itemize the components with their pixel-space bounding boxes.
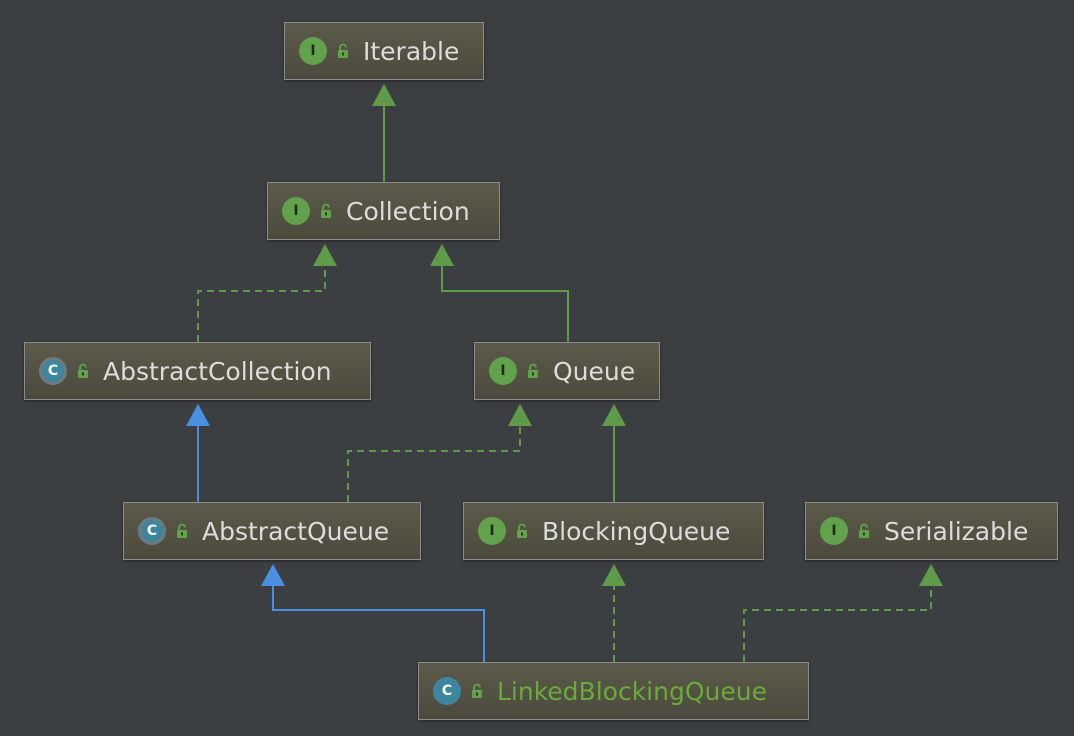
node-label: AbstractCollection: [103, 356, 332, 386]
edge-queue-to-collection: [430, 244, 569, 342]
node-abstract-queue[interactable]: C AbstractQueue: [123, 502, 421, 560]
node-label: Collection: [346, 196, 470, 226]
edge-line: [743, 586, 932, 662]
unlocked-icon: [859, 523, 869, 538]
arrowhead-icon: [186, 404, 210, 426]
abstract-class-badge-icon: C: [39, 357, 67, 385]
edge-collection-to-iterable: [372, 84, 396, 182]
node-label: BlockingQueue: [542, 516, 731, 546]
unlocked-icon: [78, 363, 88, 378]
node-serializable[interactable]: I Serializable: [805, 502, 1058, 560]
edge-line: [347, 426, 521, 502]
arrowhead-icon: [261, 564, 285, 586]
edge-line: [441, 266, 569, 342]
abstract-class-badge-icon: C: [138, 517, 166, 545]
node-label: Queue: [553, 356, 636, 386]
edge-linked-blocking-queue-to-blocking-queue: [602, 564, 626, 662]
edge-blocking-queue-to-queue: [602, 404, 626, 502]
arrowhead-icon: [313, 244, 337, 266]
arrowhead-icon: [508, 404, 532, 426]
interface-badge-icon: I: [820, 517, 848, 545]
unlocked-icon: [517, 523, 527, 538]
node-collection[interactable]: I Collection: [267, 182, 500, 240]
unlocked-icon: [528, 363, 538, 378]
interface-badge-icon: I: [489, 357, 517, 385]
arrowhead-icon: [602, 404, 626, 426]
edge-abstract-queue-to-queue: [347, 404, 532, 502]
node-queue[interactable]: I Queue: [474, 342, 660, 400]
node-label: Iterable: [363, 36, 460, 66]
arrowhead-icon: [430, 244, 454, 266]
unlocked-icon: [338, 43, 348, 58]
edge-abstract-collection-to-collection: [197, 244, 337, 342]
interface-badge-icon: I: [282, 197, 310, 225]
node-abstract-collection[interactable]: C AbstractCollection: [24, 342, 371, 400]
node-blocking-queue[interactable]: I BlockingQueue: [463, 502, 764, 560]
interface-badge-icon: I: [478, 517, 506, 545]
arrowhead-icon: [602, 564, 626, 586]
edge-line: [197, 266, 326, 342]
unlocked-icon: [177, 523, 187, 538]
node-label: LinkedBlockingQueue: [497, 676, 767, 706]
edge-linked-blocking-queue-to-serializable: [743, 564, 943, 662]
node-label: Serializable: [884, 516, 1029, 546]
unlocked-icon: [321, 203, 331, 218]
node-linked-blocking-queue[interactable]: C LinkedBlockingQueue: [418, 662, 809, 720]
edge-linked-blocking-queue-to-abstract-queue: [261, 564, 485, 662]
edge-line: [272, 586, 485, 662]
arrowhead-icon: [372, 84, 396, 106]
arrowhead-icon: [919, 564, 943, 586]
class-badge-icon: C: [433, 677, 461, 705]
node-label: AbstractQueue: [202, 516, 390, 546]
node-iterable[interactable]: I Iterable: [284, 22, 484, 80]
unlocked-icon: [472, 683, 482, 698]
interface-badge-icon: I: [299, 37, 327, 65]
edge-abstract-queue-to-abstract-collection: [186, 404, 210, 502]
